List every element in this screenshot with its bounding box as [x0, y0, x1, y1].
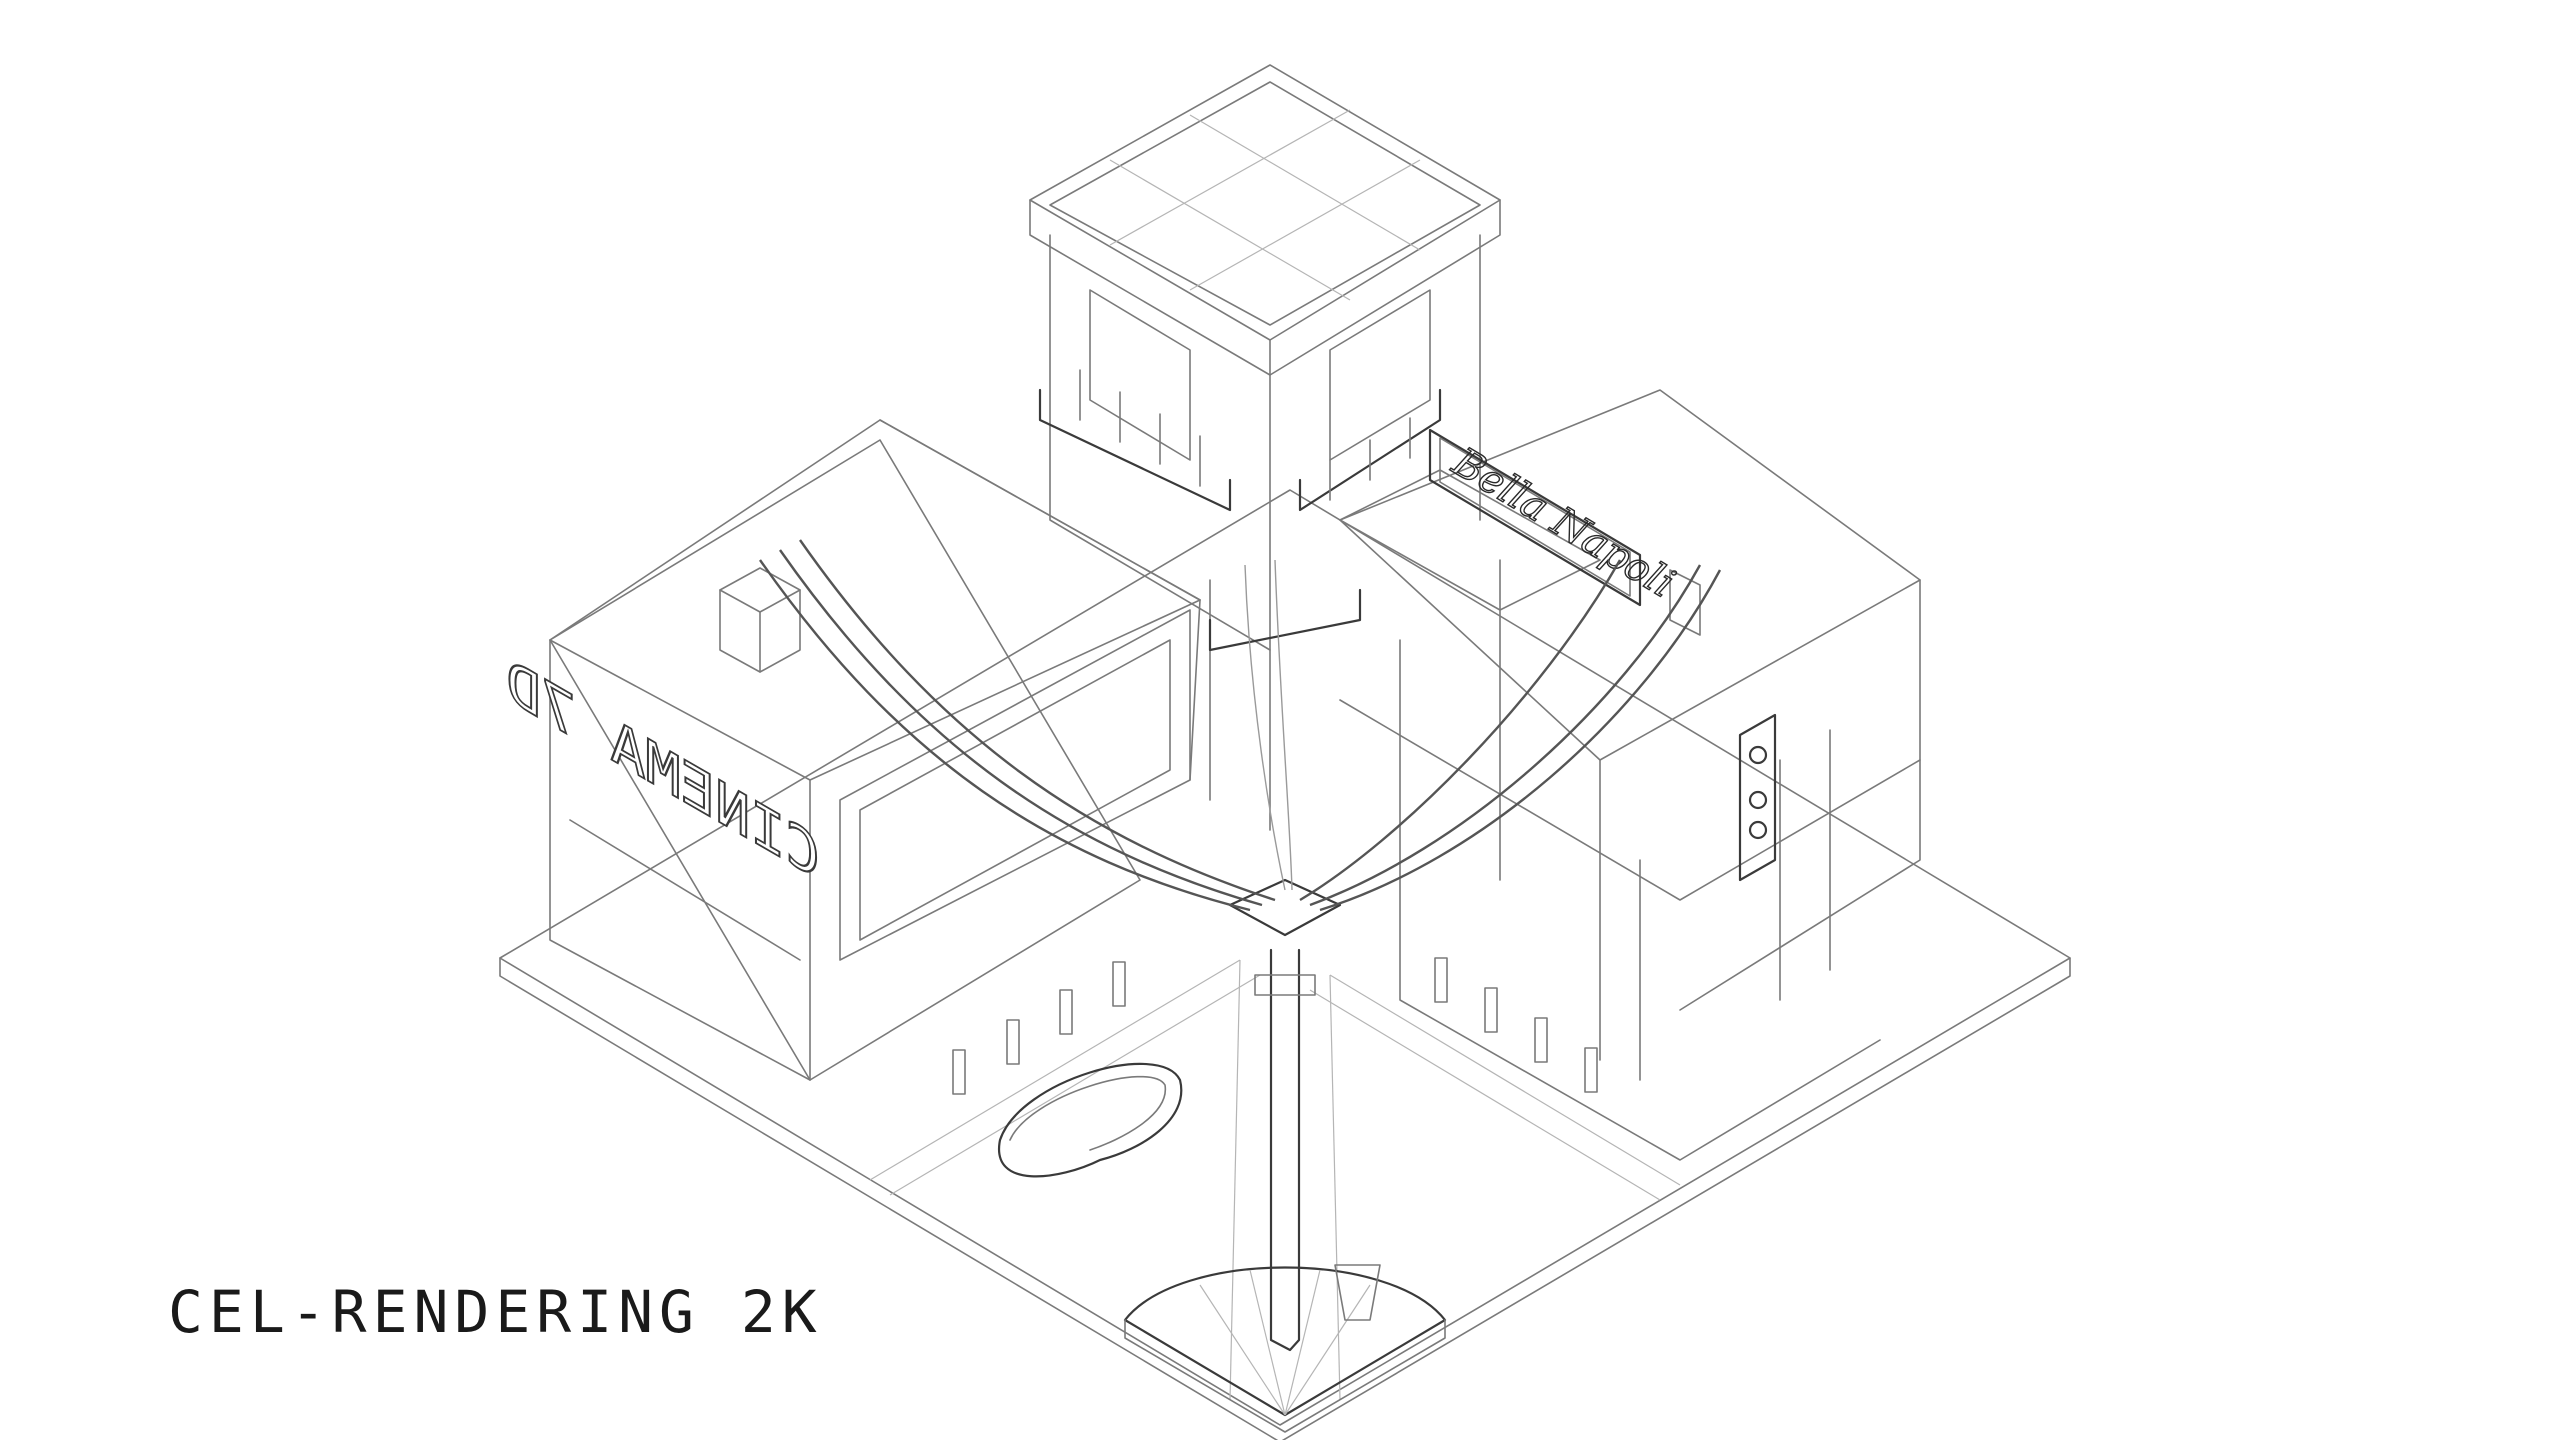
bollards — [952, 957, 1598, 1095]
restaurant-building — [1339, 389, 1921, 1161]
cinema-sign: CINEMA 7D — [505, 644, 821, 895]
cinema-sign-text: CINEMA 7D — [506, 645, 820, 894]
render-caption: CEL-RENDERING 2K — [168, 1278, 823, 1346]
power-wires — [759, 539, 1722, 912]
restaurant-sign-text: Bella Napoli — [1444, 439, 1682, 607]
utility-pole — [1123, 878, 1447, 1433]
ground-base — [499, 489, 2071, 1440]
cinema-building — [549, 419, 1201, 1081]
puddle — [997, 1062, 1183, 1178]
restaurant-sign: Bella Napoli — [1428, 428, 1683, 608]
central-tower — [1029, 64, 1501, 831]
